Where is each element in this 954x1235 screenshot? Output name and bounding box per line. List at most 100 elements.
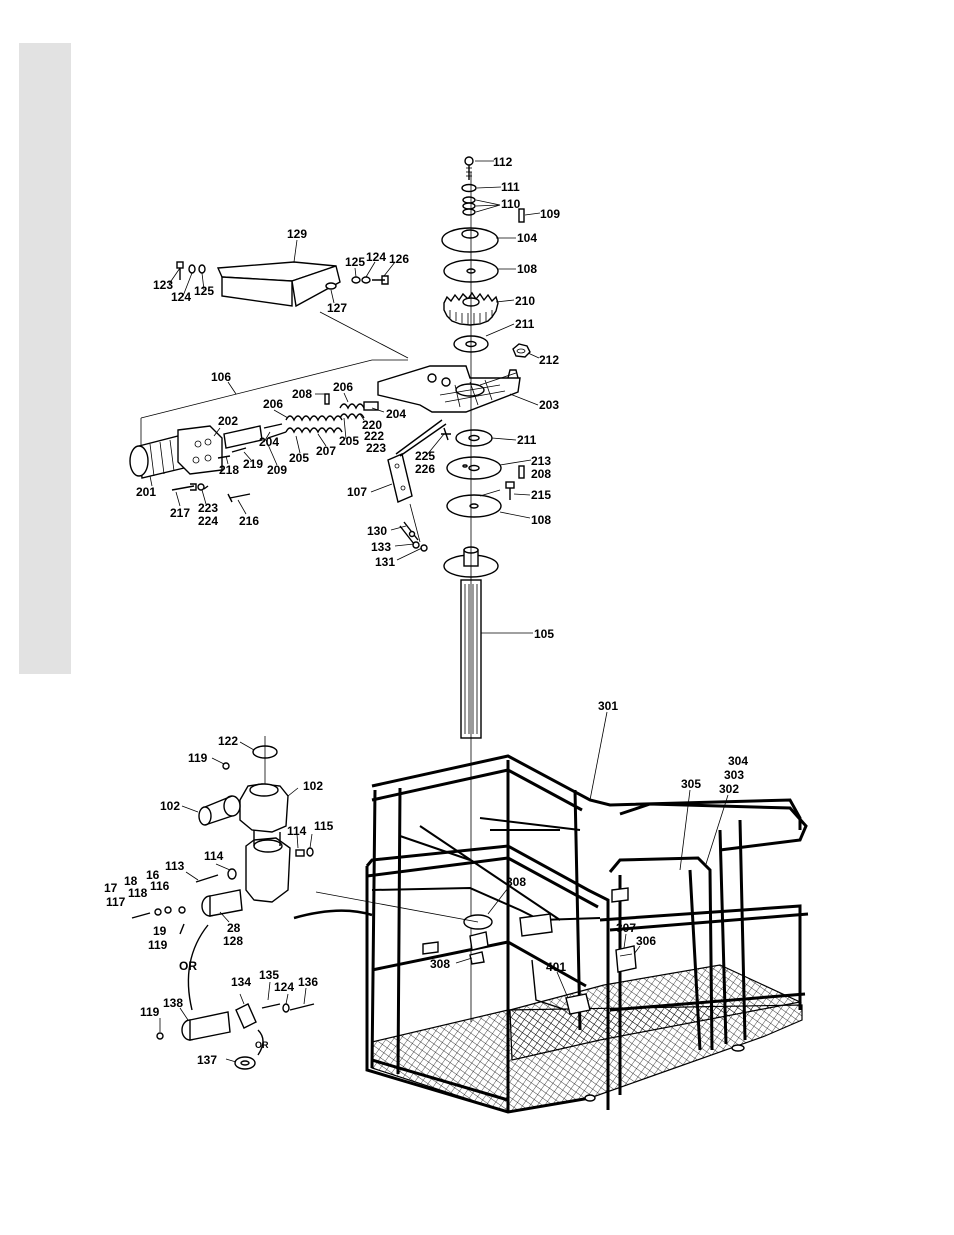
callout-104: 104	[517, 231, 537, 245]
bolt-112	[464, 156, 474, 180]
mount-assembly	[131, 736, 315, 1070]
callout-308-upper: 308	[506, 875, 526, 889]
callout-102-left: 102	[160, 799, 180, 813]
callout-28: 28	[227, 921, 241, 935]
callout-or-upper: OR	[179, 959, 197, 973]
callout-114-left: 114	[204, 849, 224, 863]
callout-124-lower: 124	[274, 980, 294, 994]
callout-208-upper: 208	[292, 387, 312, 401]
callout-102-right: 102	[303, 779, 323, 793]
callout-210: 210	[515, 294, 535, 308]
callout-133: 133	[371, 540, 391, 554]
callout-119-mid: 119	[148, 938, 168, 952]
handle-107	[387, 419, 447, 503]
callout-205-right: 205	[339, 434, 359, 448]
callout-123: 123	[153, 278, 173, 292]
washer-108-lower	[446, 494, 502, 518]
callout-222: 222	[364, 429, 384, 443]
springs-110	[462, 196, 476, 216]
plate-213	[446, 456, 502, 480]
washer-111	[461, 183, 477, 193]
roller-102	[198, 795, 241, 826]
callout-220: 220	[362, 418, 382, 432]
callout-127: 127	[327, 301, 347, 315]
callout-219: 219	[243, 457, 263, 471]
callout-224: 224	[198, 514, 218, 528]
callout-or-lower: OR	[255, 1040, 269, 1050]
washer-211-lower	[455, 429, 493, 447]
basket-frame	[365, 754, 809, 1114]
callout-401: 401	[546, 960, 566, 974]
callout-302: 302	[719, 782, 739, 796]
callout-218: 218	[219, 463, 239, 477]
callout-307: 307	[616, 921, 636, 935]
callout-305: 305	[681, 777, 701, 791]
bracket-102	[239, 783, 291, 903]
pin-109	[518, 208, 525, 223]
callout-137: 137	[197, 1053, 217, 1067]
callout-205-left: 205	[289, 451, 309, 465]
small-hardware-217-219	[171, 447, 251, 503]
callout-308-lower: 308	[430, 957, 450, 971]
callout-212: 212	[539, 353, 559, 367]
callout-115: 115	[314, 819, 334, 833]
side-tab	[19, 43, 71, 674]
screw-215	[505, 481, 515, 500]
callout-226: 226	[415, 462, 435, 476]
callout-223-lower: 223	[198, 501, 218, 515]
callout-119-bottom: 119	[140, 1005, 160, 1019]
callout-labels: 112 111 110 109 104 108 210 211 212 203 …	[104, 155, 748, 1067]
callout-134: 134	[231, 975, 251, 989]
callout-108-lower: 108	[531, 513, 551, 527]
pin-28	[201, 889, 243, 917]
cover-129	[176, 261, 409, 359]
callout-138: 138	[163, 996, 183, 1010]
callout-105: 105	[534, 627, 554, 641]
callout-108-upper: 108	[517, 262, 537, 276]
callout-131: 131	[375, 555, 395, 569]
callout-107: 107	[347, 485, 367, 499]
callout-206-right: 206	[333, 380, 353, 394]
links-130-131	[399, 503, 428, 552]
callout-122: 122	[218, 734, 238, 748]
callout-216: 216	[239, 514, 259, 528]
callout-114-right: 114	[287, 824, 307, 838]
callout-124-left: 124	[171, 290, 191, 304]
leader-lines	[149, 160, 729, 1063]
latch-306-307	[615, 945, 637, 973]
screws-123-125	[176, 261, 389, 285]
callout-18: 18	[124, 874, 138, 888]
callout-111: 111	[501, 180, 520, 194]
bolt-113	[195, 847, 314, 883]
callout-211-upper: 211	[515, 317, 535, 331]
platform-basket	[293, 754, 809, 1114]
callout-124-right: 124	[366, 250, 386, 264]
clip-225	[441, 427, 451, 441]
footswitch-401	[531, 959, 591, 1015]
valve-assembly	[129, 359, 451, 552]
callout-128: 128	[223, 934, 243, 948]
callout-112: 112	[493, 155, 513, 169]
pin-208-lower	[518, 465, 525, 479]
nut-212	[512, 343, 531, 358]
cap-104	[441, 227, 499, 253]
callout-17: 17	[104, 881, 118, 895]
block-202	[177, 425, 223, 475]
callout-301: 301	[598, 699, 618, 713]
callout-206-left: 206	[263, 397, 283, 411]
callout-130: 130	[367, 524, 387, 538]
callout-209: 209	[267, 463, 287, 477]
callout-16: 16	[146, 868, 160, 882]
callout-306: 306	[636, 934, 656, 948]
callout-208-lower: 208	[531, 467, 551, 481]
callout-19: 19	[153, 924, 167, 938]
callout-304: 304	[728, 754, 748, 768]
rotator-mount-308	[463, 913, 553, 965]
callout-109: 109	[540, 207, 560, 221]
callout-117: 117	[106, 895, 126, 909]
callout-136: 136	[298, 975, 318, 989]
callout-204-left: 204	[259, 435, 279, 449]
callout-215: 215	[531, 488, 551, 502]
callout-204-right: 204	[386, 407, 406, 421]
